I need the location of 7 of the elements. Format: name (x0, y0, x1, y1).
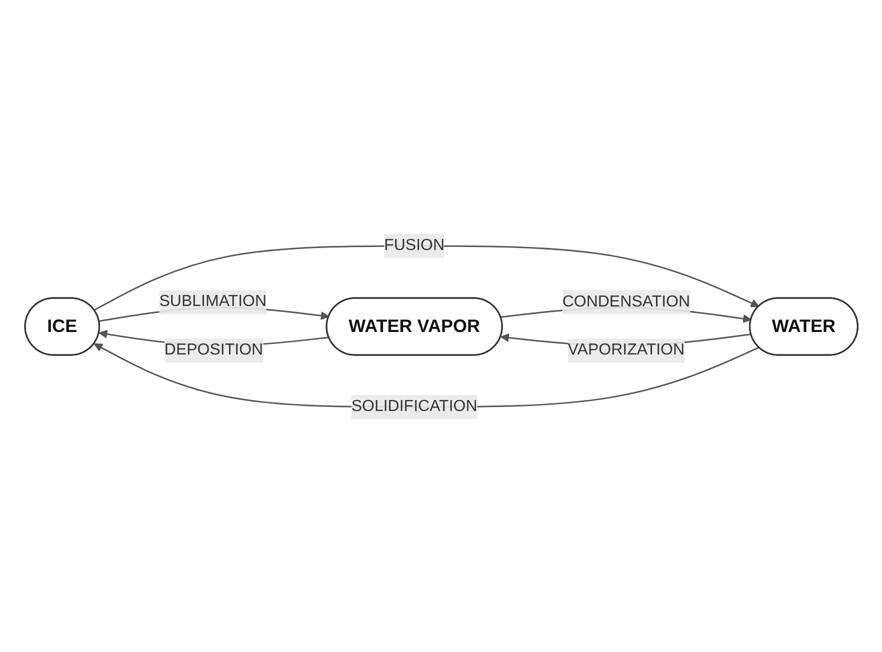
edge-label: DEPOSITION (164, 341, 263, 358)
edge-label: CONDENSATION (562, 292, 690, 310)
edge-label: SOLIDIFICATION (350, 397, 477, 414)
arrow (94, 244, 759, 310)
edge-label: FUSION (384, 236, 444, 254)
edge-label: SUBLIMATION (158, 292, 266, 310)
edge-label: VAPORIZATION (567, 341, 684, 358)
